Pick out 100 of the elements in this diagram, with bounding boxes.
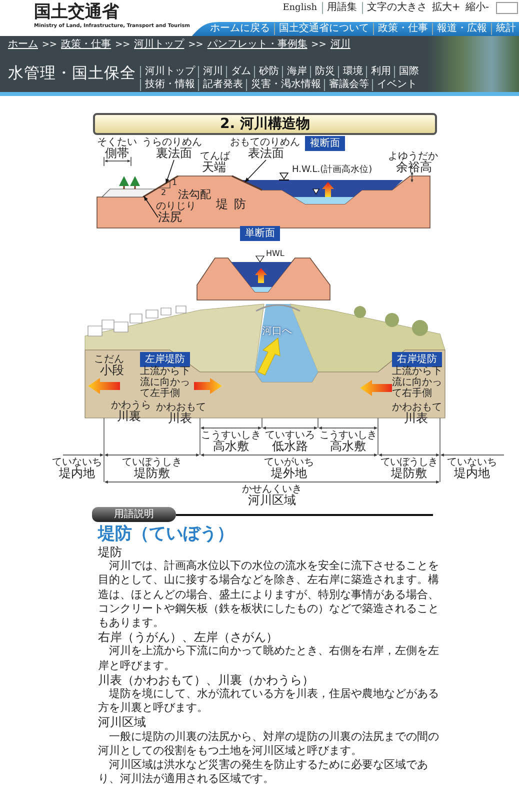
sub-nav-link: 審議会等 — [324, 79, 369, 91]
sub-nav-link: 砂防 — [254, 66, 279, 78]
zone-label: 堤内地 — [59, 467, 95, 480]
ruby-text: こだん — [94, 354, 124, 365]
nav-link: 統計 — [491, 23, 516, 35]
slope-line — [142, 175, 178, 198]
ruby-text: ていないち — [447, 457, 497, 468]
ruby-text: おもてのりめん — [230, 137, 300, 148]
term-title: 右岸（うがん）、左岸（さがん） — [98, 630, 279, 644]
part-label: 天端 — [202, 161, 226, 174]
sub-nav-link: 記者発表 — [198, 79, 243, 91]
glossary-tab: 用語説明 — [92, 507, 176, 522]
zone-label: 高水敷 — [330, 440, 366, 454]
breadcrumb-link: 河川 — [330, 39, 350, 51]
breadcrumb-separator: >> — [42, 40, 58, 50]
part-label: 余裕高 — [396, 161, 432, 174]
sub-nav-link: 災害・渇水情報 — [246, 79, 321, 91]
term-title: 河川区域 — [98, 715, 147, 730]
ruby-text: かわおもて — [156, 402, 206, 413]
part-label: 川裏 — [117, 410, 141, 424]
breadcrumb-link: パンフレット・事例集 — [207, 39, 308, 51]
part-label: 堤防 — [216, 198, 252, 212]
ruby-text: のりじり — [156, 201, 196, 212]
part-label: 法尻 — [158, 211, 182, 224]
section-title: 水管理・国土保全 — [8, 65, 136, 82]
water-level-label: H.W.L.(計画高水位) — [292, 166, 372, 176]
breadcrumb-link: 政策・仕事 — [61, 39, 112, 51]
breadcrumb-separator: >> — [188, 40, 204, 50]
sub-nav-link: イベント — [372, 79, 417, 91]
paragraph: 河川では、計画高水位以下の水位の流水を安全に流下させることを目的として、山に接する場合などを除き、左右岸に築造されます。構造は、ほとんどの場合、盛土によりますが、特別な事情がある場合、コンクリートや鋼矢板（鉄を板状にしたもの）などで築造されることもあります。 — [98, 559, 440, 630]
nav-link: 報道・広報 — [432, 23, 487, 35]
breadcrumb-separator: >> — [115, 40, 130, 50]
leader-line — [244, 160, 266, 182]
term-heading: 堤防（ていぼう） — [98, 525, 234, 544]
breadcrumb-link: 河川トップ — [134, 39, 184, 51]
part-label: 川表 — [404, 412, 428, 426]
part-label: 表法面 — [248, 147, 284, 160]
nav-link: 国土交通省について — [274, 23, 369, 35]
sub-nav-link: 利用 — [366, 66, 391, 78]
ruby-text: かせんくいき — [242, 484, 302, 495]
sub-nav-link: 国際 — [394, 66, 419, 78]
language-link: English — [282, 2, 317, 14]
zone-label: 河川区域 — [248, 494, 296, 508]
paragraph: 一般に堤防の川裏の法尻から、対岸の堤防の川裏の法尻までの間の河川としての役割をもつ土地を河川区域と呼びます。 — [98, 730, 440, 758]
ruby-text: かわおもて — [392, 402, 442, 413]
ruby-text: ていぼうしき — [380, 457, 438, 468]
ruby-text: かわうら — [111, 400, 151, 411]
breadcrumb-link: ホーム — [8, 39, 38, 51]
term-title: 川表（かわおもて）、川裏（かわうら） — [98, 672, 315, 688]
title-banner: 2. 河川構造物 — [93, 113, 437, 135]
ruby-text: ていがいち — [264, 457, 314, 468]
ruby-text: ていないち — [52, 457, 102, 468]
leader-line — [144, 196, 158, 218]
paragraph: 河川区域は洪水など災害の発生を防止するために必要な区域であり、河川法が適用される区域です。 — [98, 758, 429, 786]
levee-label: 右岸堤防 — [392, 352, 442, 367]
cross-section-label: 単断面 — [240, 226, 280, 241]
ruby-text: こうすいしき — [320, 430, 376, 441]
levee-label: 左岸堤防 — [140, 352, 190, 367]
term-title: 堤防 — [98, 545, 123, 560]
sub-nav-link: 環境 — [338, 66, 363, 78]
zone-label: 堤防敷 — [391, 467, 427, 480]
sub-nav-link: 河川トップ — [140, 66, 195, 78]
zone-label: 堤内地 — [454, 467, 490, 480]
glossary-link: 用語集 — [322, 2, 357, 14]
breadcrumb-separator: >> — [311, 40, 326, 50]
zone-label: 堤防敷 — [134, 467, 170, 480]
nav-link: 政策・仕事 — [373, 23, 428, 35]
slope-ratio-number: 2 — [161, 189, 166, 198]
paragraph: 堤防を境にして、水が流れている方を川表，住居や農地などがある方を川裏と呼びます。 — [98, 687, 440, 716]
ruby-text: ていぼうしき — [122, 457, 182, 468]
bank-description: 上流から下流に向かって右手側 — [392, 366, 442, 399]
sub-nav-link: 防災 — [310, 66, 335, 78]
ruby-text: ていすいろ — [265, 430, 315, 441]
zoom-out-link: 縮小- — [465, 2, 489, 14]
ruby-text: よゆうだか — [388, 151, 438, 162]
zone-label: 低水路 — [272, 440, 308, 454]
sub-nav-link: ダム — [226, 66, 251, 78]
water-level-label: HWL — [266, 250, 284, 259]
sub-nav-link: 海岸 — [282, 66, 307, 78]
ruby-text: うらのりめん — [142, 137, 202, 148]
slope-line — [232, 175, 262, 191]
part-label: 法勾配 — [178, 189, 211, 202]
leader-line — [166, 160, 174, 184]
part-label: 川表 — [168, 412, 192, 426]
site-title: 国土交通省 — [34, 3, 119, 22]
ruby-text: こうすいしき — [201, 430, 261, 441]
zoom-in-link: 拡大+ — [432, 2, 460, 14]
part-label: 側帯 — [105, 147, 129, 160]
part-label: 小段 — [100, 364, 124, 378]
part-label: 裏法面 — [156, 147, 192, 160]
ruby-text: そくたい — [97, 137, 137, 148]
paragraph: 河川を上流から下流に向かって眺めたとき、右側を右岸，左側を左岸と呼びます。 — [98, 644, 440, 673]
direction-label: 河口へ — [262, 326, 292, 337]
bank-description: 上流から下流に向かって左手側 — [140, 366, 190, 399]
nav-link: ホームに戻る — [210, 23, 270, 35]
ruby-text: てんば — [200, 151, 230, 162]
zone-label: 高水敷 — [213, 440, 249, 454]
slope-ratio-number: 1 — [172, 179, 178, 188]
sub-nav-link: 技術・情報 — [140, 79, 195, 91]
font-size-label: 文字の大きさ — [362, 2, 427, 14]
